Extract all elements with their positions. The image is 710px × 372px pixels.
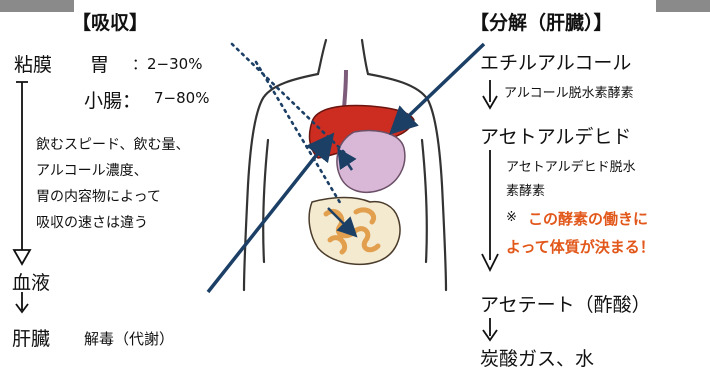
right-arrow-3 xyxy=(483,318,497,340)
arrow-from-decomposition xyxy=(394,44,484,130)
co2-water-label: 炭酸ガス、水 xyxy=(480,344,594,371)
absorption-description-line: 胃の内容物によって xyxy=(36,186,161,206)
absorption-description-line: 吸収の速さは違う xyxy=(36,212,148,232)
enzyme-note-line2: よって体質が決まる！ xyxy=(506,236,655,257)
aldh-label-line2: 素酵素 xyxy=(506,180,545,199)
note-mark: ※ xyxy=(506,210,517,225)
stomach-absorption-rate: ：2−30% xyxy=(132,53,202,74)
acetate-label: アセテート（酢酸） xyxy=(480,290,651,317)
alcohol-dehydrogenase-label: アルコール脱水素酵素 xyxy=(504,82,634,101)
small-intestine-label: 小腸： xyxy=(84,86,141,113)
detox-label: 解毒（代謝） xyxy=(84,328,174,349)
acetaldehyde-label: アセトアルデヒド xyxy=(480,122,631,149)
absorption-description-line: 飲むスピード、飲む量、 xyxy=(36,134,189,154)
liver-label: 肝臓 xyxy=(12,324,50,351)
mucosa-label: 粘膜 xyxy=(14,50,52,77)
absorption-header: 【吸収】 xyxy=(72,8,148,35)
small-intestine-absorption-rate: 7−80% xyxy=(154,89,209,107)
left-flow-arrow xyxy=(14,82,30,264)
small-down-arrow-blood xyxy=(16,292,28,312)
decomposition-header: 【分解（肝臓）】 xyxy=(470,8,613,35)
aldh-label-line1: アセトアルデヒド脱水 xyxy=(506,156,636,175)
absorption-description-line: アルコール濃度、 xyxy=(36,160,148,180)
blood-label: 血液 xyxy=(12,268,50,295)
enzyme-note-line1: この酵素の働きに xyxy=(528,208,648,229)
right-arrow-1 xyxy=(483,80,497,108)
ethyl-alcohol-label: エチルアルコール xyxy=(480,48,631,75)
stomach-label: 胃 xyxy=(90,50,109,77)
right-arrow-2 xyxy=(482,150,498,270)
